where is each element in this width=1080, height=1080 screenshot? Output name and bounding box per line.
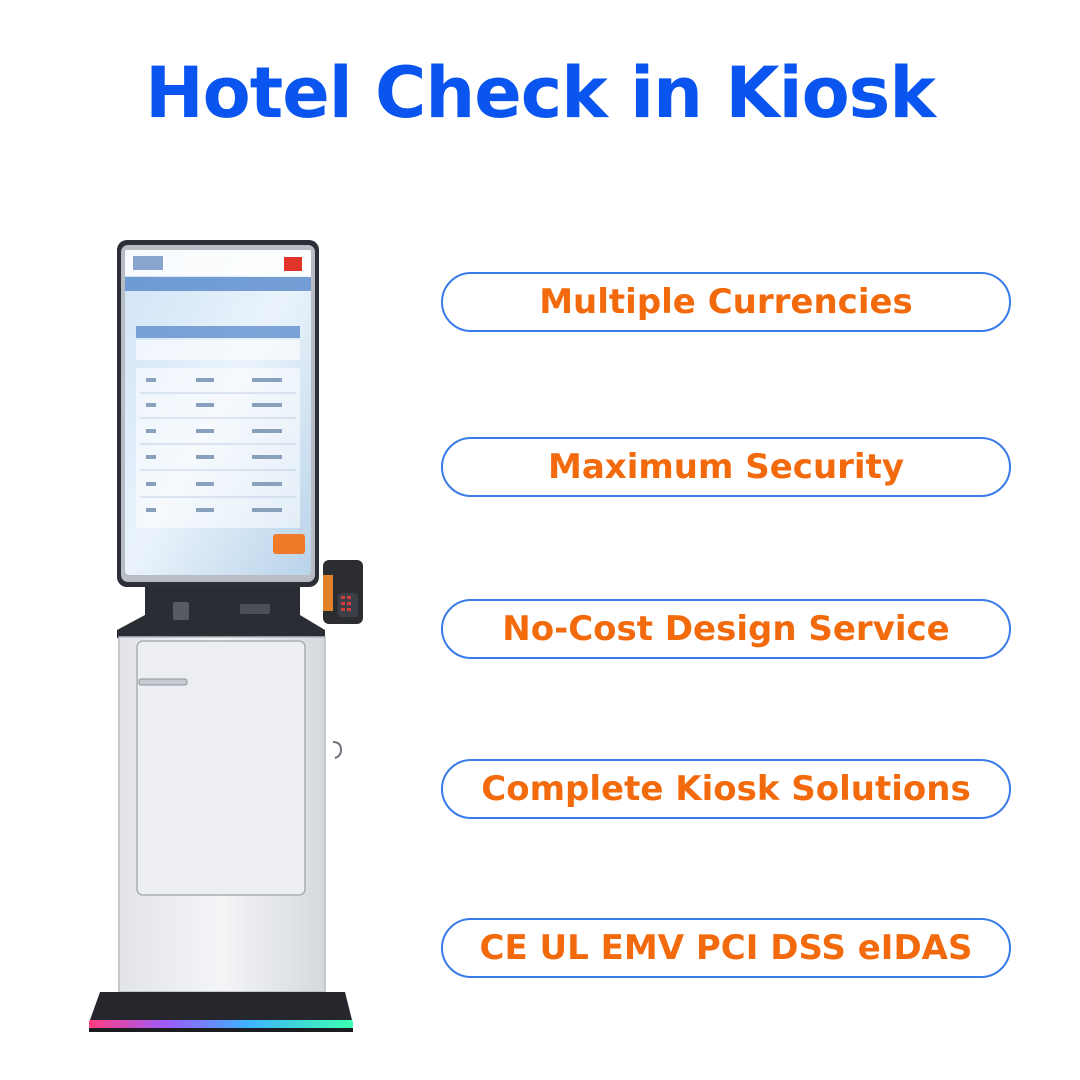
door-handle [138,678,188,686]
page-title: Hotel Check in Kiosk [145,52,936,134]
feature-pill-kiosk-solutions: Complete Kiosk Solutions [441,759,1011,819]
kiosk-illustration [89,240,363,1032]
feature-pill-multiple-currencies: Multiple Currencies [441,272,1011,332]
cabinet-door [136,640,306,896]
card-reader-slot [173,602,189,620]
led-strip [89,1020,353,1028]
feature-pill-maximum-security: Maximum Security [441,437,1011,497]
room-card-dispenser [240,604,270,614]
feature-pill-design-service: No-Cost Design Service [441,599,1011,659]
feature-pill-certifications: CE UL EMV PCI DSS eIDAS [441,918,1011,978]
